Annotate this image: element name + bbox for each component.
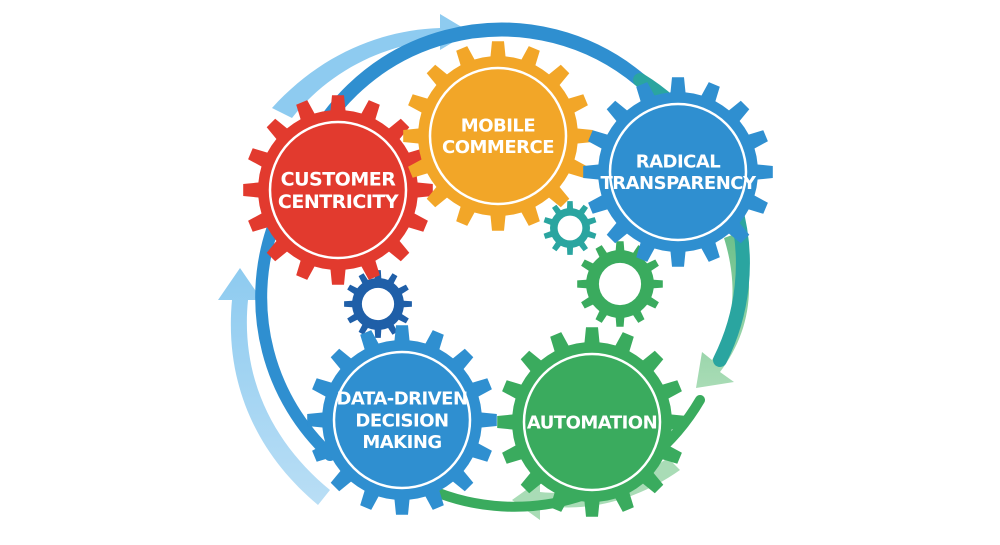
data-driven-decision-making-label-line-3: MAKING xyxy=(362,432,441,453)
mobile-commerce-label-line-2: COMMERCE xyxy=(442,137,554,158)
small-gear-green-hole xyxy=(598,262,642,306)
small-gear-green xyxy=(577,241,663,327)
data-driven-decision-making-inner-ring xyxy=(332,350,472,490)
radical-transparency-label-line-2: TRANSPARENCY xyxy=(600,173,756,194)
small-gear-teal-hole xyxy=(557,215,583,241)
small-gear-darkblue-hole xyxy=(361,287,395,321)
small-gear-teal xyxy=(543,201,597,255)
left-outer-arrow xyxy=(218,268,330,505)
data-driven-decision-making-label-line-2: DECISION xyxy=(355,410,448,431)
data-driven-decision-making-label-line-1: DATA-DRIVEN xyxy=(336,389,467,410)
automation-label-line-1: AUTOMATION xyxy=(527,412,657,433)
automation-gear: AUTOMATION xyxy=(497,327,687,517)
customer-centricity-label-line-1: CUSTOMER xyxy=(281,168,397,190)
customer-centricity-label-line-2: CENTRICITY xyxy=(278,191,399,213)
mobile-commerce-label-line-1: MOBILE xyxy=(461,116,535,137)
small-gear-darkblue xyxy=(344,270,412,338)
mobile-commerce-inner-ring xyxy=(428,66,568,206)
radical-transparency-inner-ring xyxy=(608,102,748,242)
automation-inner-ring xyxy=(522,352,662,492)
customer-centricity-inner-ring xyxy=(268,120,408,260)
radical-transparency-label-line-1: RADICAL xyxy=(636,152,721,173)
